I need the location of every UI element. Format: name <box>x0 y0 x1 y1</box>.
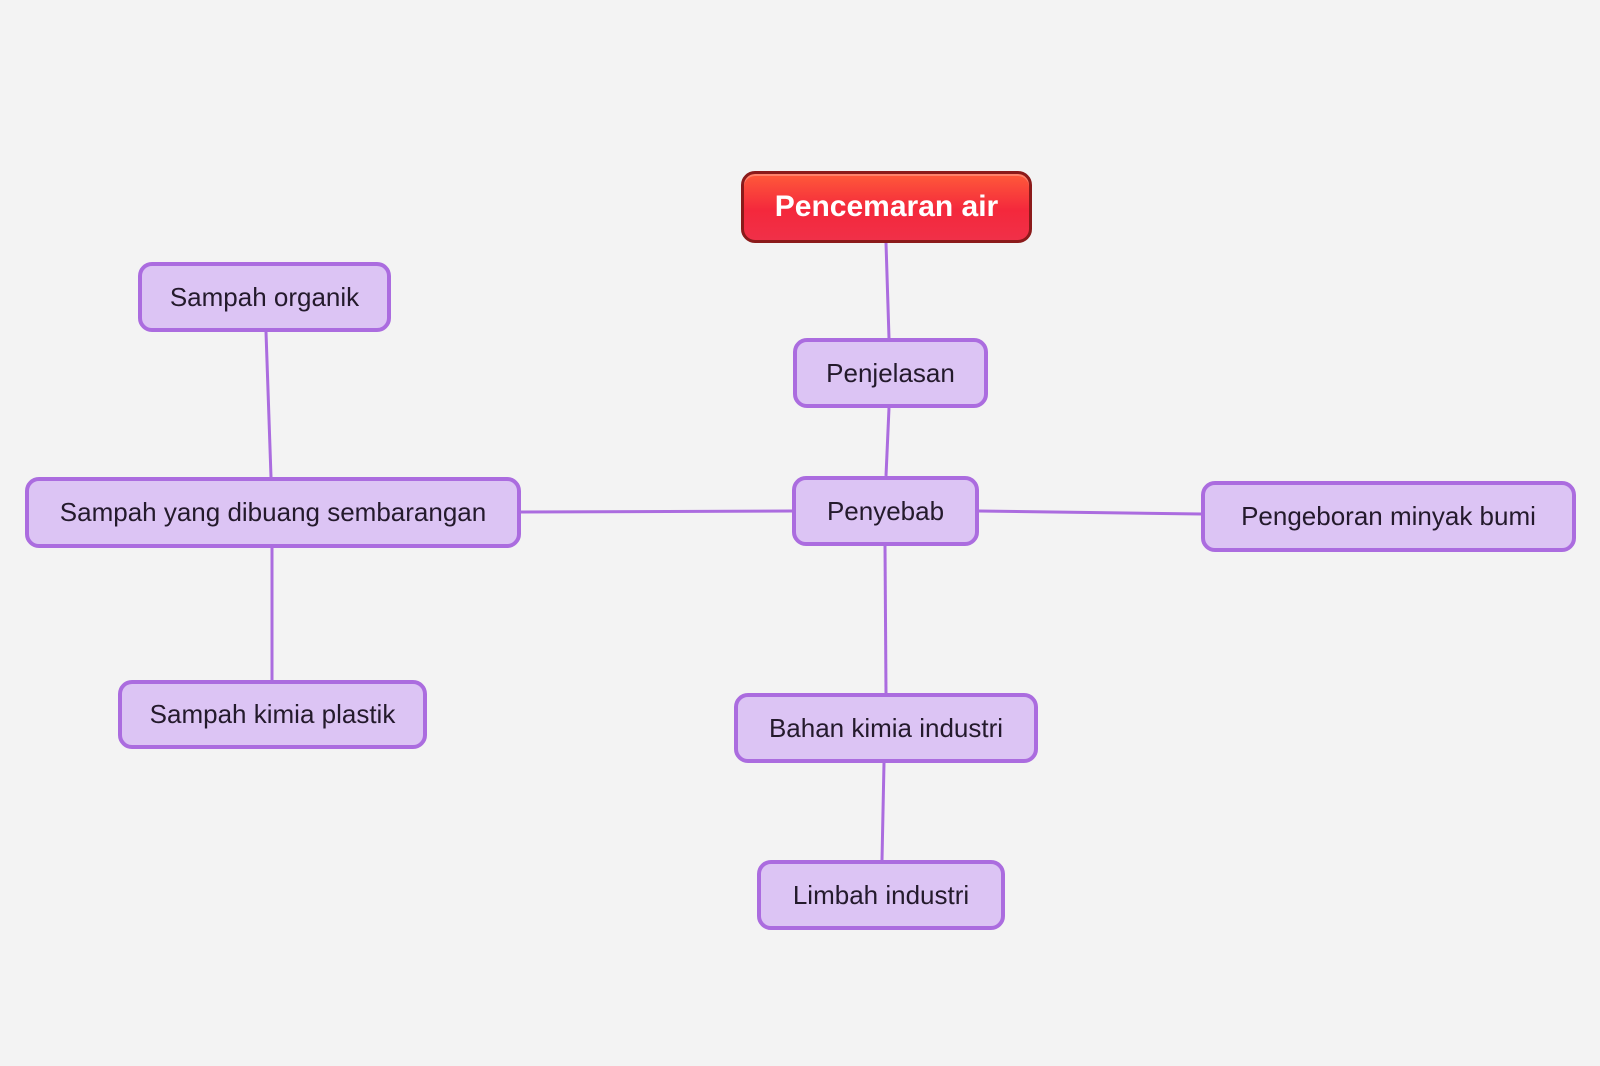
node-penyebab[interactable]: Penyebab <box>792 476 979 546</box>
node-penjelasan[interactable]: Penjelasan <box>793 338 988 408</box>
connector-root-penjelasan <box>884 242 891 339</box>
node-sampah-dibuang-label: Sampah yang dibuang sembarangan <box>59 497 487 527</box>
node-penjelasan-label: Penjelasan <box>826 357 955 388</box>
node-bahan-kimia-industri[interactable]: Bahan kimia industri <box>734 693 1038 763</box>
node-sampah-organik-label: Sampah organik <box>169 281 360 312</box>
connector-bahan-kimia-limbah <box>880 762 886 861</box>
connector-penyebab-sampah-dibuang <box>520 509 793 514</box>
node-bahan-kimia-label: Bahan kimia industri <box>768 712 1004 743</box>
node-sampah-kimia-plastik-label: Sampah kimia plastik <box>149 699 396 729</box>
connector-penyebab-pengeboran <box>978 509 1202 516</box>
connector-penjelasan-penyebab <box>884 407 891 477</box>
node-limbah-label: Limbah industri <box>792 879 970 910</box>
node-sampah-dibuang-sembarangan[interactable]: Sampah yang dibuang sembarangan <box>25 477 521 548</box>
node-penyebab-label: Penyebab <box>826 495 945 526</box>
connector-penyebab-bahan-kimia <box>883 545 888 694</box>
node-limbah-industri[interactable]: Limbah industri <box>757 860 1005 930</box>
connector-sampah-dibuang-organik <box>264 331 273 478</box>
node-pengeboran-minyak-bumi[interactable]: Pengeboran minyak bumi <box>1201 481 1576 552</box>
node-sampah-organik[interactable]: Sampah organik <box>138 262 391 332</box>
root-node-label: Pencemaran air <box>774 190 999 223</box>
node-pengeboran-label: Pengeboran minyak bumi <box>1241 501 1536 531</box>
root-node-pencemaran-air[interactable]: Pencemaran air <box>741 171 1032 243</box>
node-sampah-kimia-plastik[interactable]: Sampah kimia plastik <box>118 680 427 749</box>
